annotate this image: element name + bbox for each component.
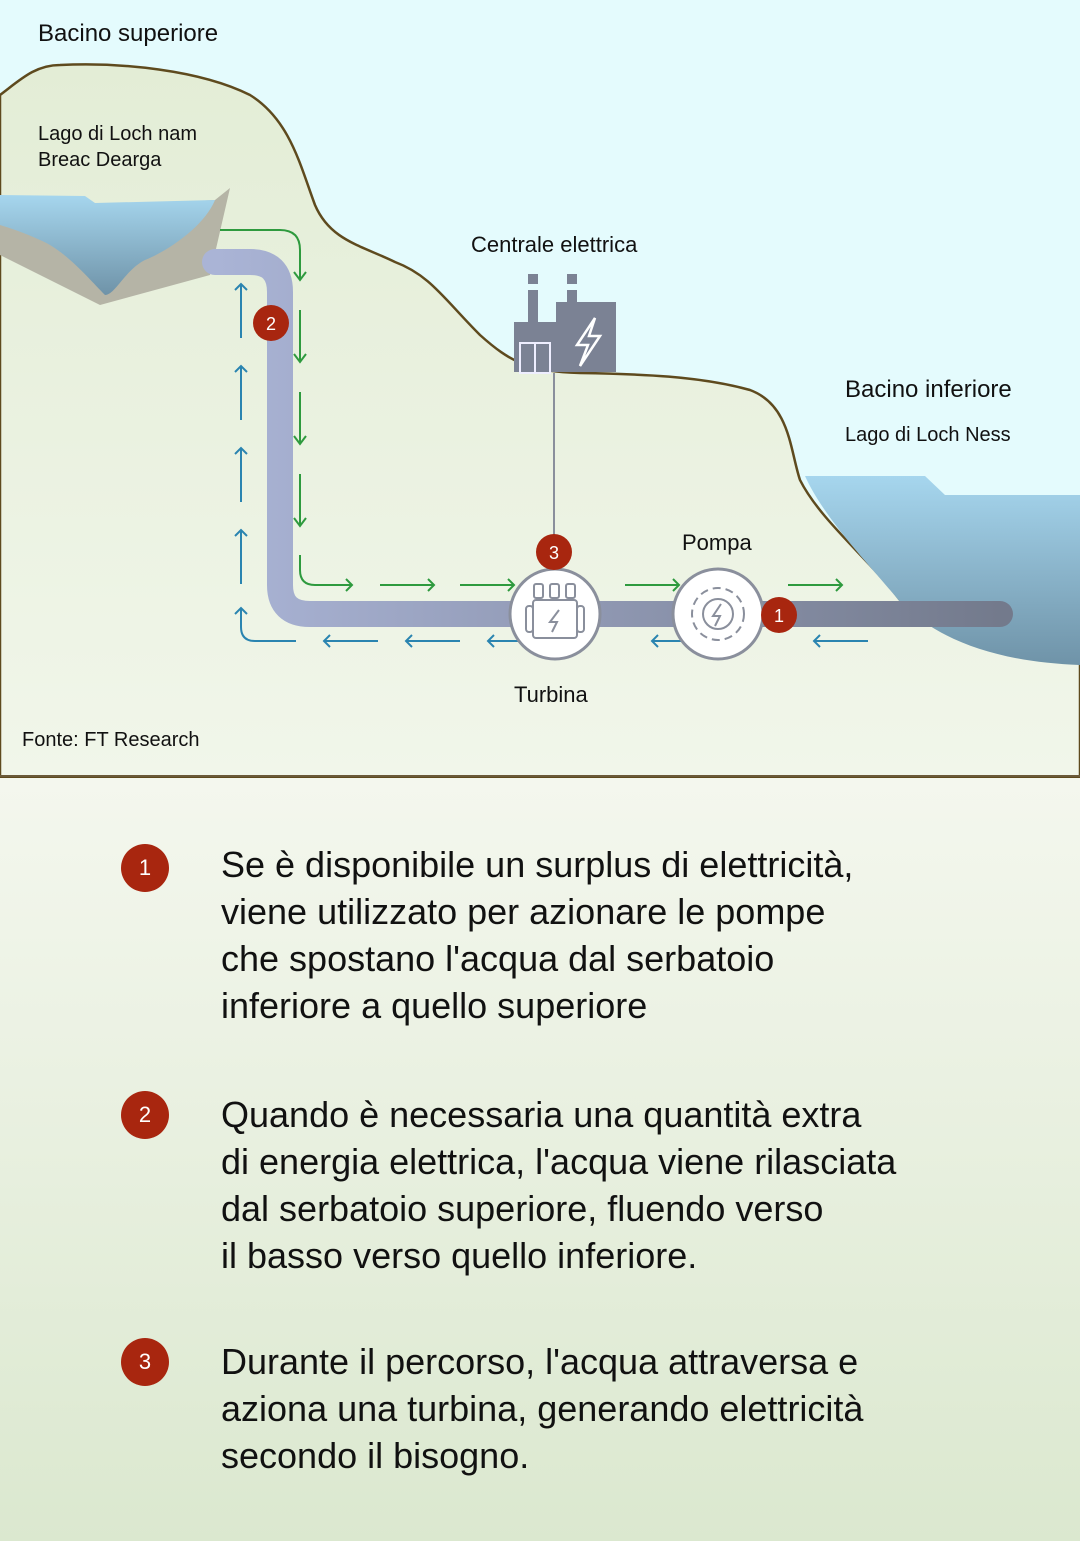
step-line: Durante il percorso, l'acqua attraversa … xyxy=(221,1341,859,1382)
penstock-pipe xyxy=(202,249,1013,627)
step-badge: 1 xyxy=(121,844,169,892)
step-line: dal serbatoio superiore, fluendo verso xyxy=(221,1188,824,1229)
power-station-icon xyxy=(514,274,616,374)
release-flow-arrows xyxy=(220,229,844,592)
svg-text:1: 1 xyxy=(774,606,784,626)
step-badge: 2 xyxy=(121,1091,169,1139)
pump-flow-arrows xyxy=(234,282,868,648)
upper-lake-name-line1: Lago di Loch nam xyxy=(38,123,198,145)
pump-icon xyxy=(671,567,765,661)
svg-text:2: 2 xyxy=(266,314,276,334)
step-line: Se è disponibile un surplus di elettrici… xyxy=(221,844,854,885)
source-note: Fonte: FT Research xyxy=(22,729,200,751)
marker-badge-3: 3 xyxy=(536,534,572,570)
upper-reservoir-title: Bacino superiore xyxy=(38,20,219,47)
step-badge: 3 xyxy=(121,1338,169,1386)
pump-label: Pompa xyxy=(682,530,752,555)
step-text: Durante il percorso, l'acqua attraversa … xyxy=(221,1338,981,1479)
step-text: Se è disponibile un surplus di elettrici… xyxy=(221,841,981,1029)
step-line: il basso verso quello inferiore. xyxy=(221,1235,698,1276)
upper-lake-name-line2: Breac Dearga xyxy=(38,149,162,171)
turbine-icon xyxy=(508,567,602,661)
step-line: secondo il bisogno. xyxy=(221,1435,530,1476)
lower-reservoir-title: Bacino inferiore xyxy=(845,376,1012,403)
lower-lake-name: Lago di Loch Ness xyxy=(845,424,1011,446)
step-text: Quando è necessaria una quantità extra d… xyxy=(221,1091,981,1279)
upper-lake xyxy=(0,195,215,295)
marker-badge-1: 1 xyxy=(761,597,797,633)
step-line: aziona una turbina, generando elettricit… xyxy=(221,1388,864,1429)
turbine-label: Turbina xyxy=(514,682,588,707)
marker-badge-2: 2 xyxy=(253,305,289,341)
power-station-label: Centrale elettrica xyxy=(471,232,638,257)
pumped-storage-diagram: 2 3 1 xyxy=(0,0,1080,778)
step-line: di energia elettrica, l'acqua viene rila… xyxy=(221,1141,897,1182)
step-line: viene utilizzato per azionare le pompe xyxy=(221,891,826,932)
step-line: inferiore a quello superiore xyxy=(221,985,648,1026)
step-line: che spostano l'acqua dal serbatoio xyxy=(221,938,775,979)
explanation-panel: 1 Se è disponibile un surplus di elettri… xyxy=(0,778,1080,1541)
step-line: Quando è necessaria una quantità extra xyxy=(221,1094,862,1135)
svg-text:3: 3 xyxy=(549,543,559,563)
